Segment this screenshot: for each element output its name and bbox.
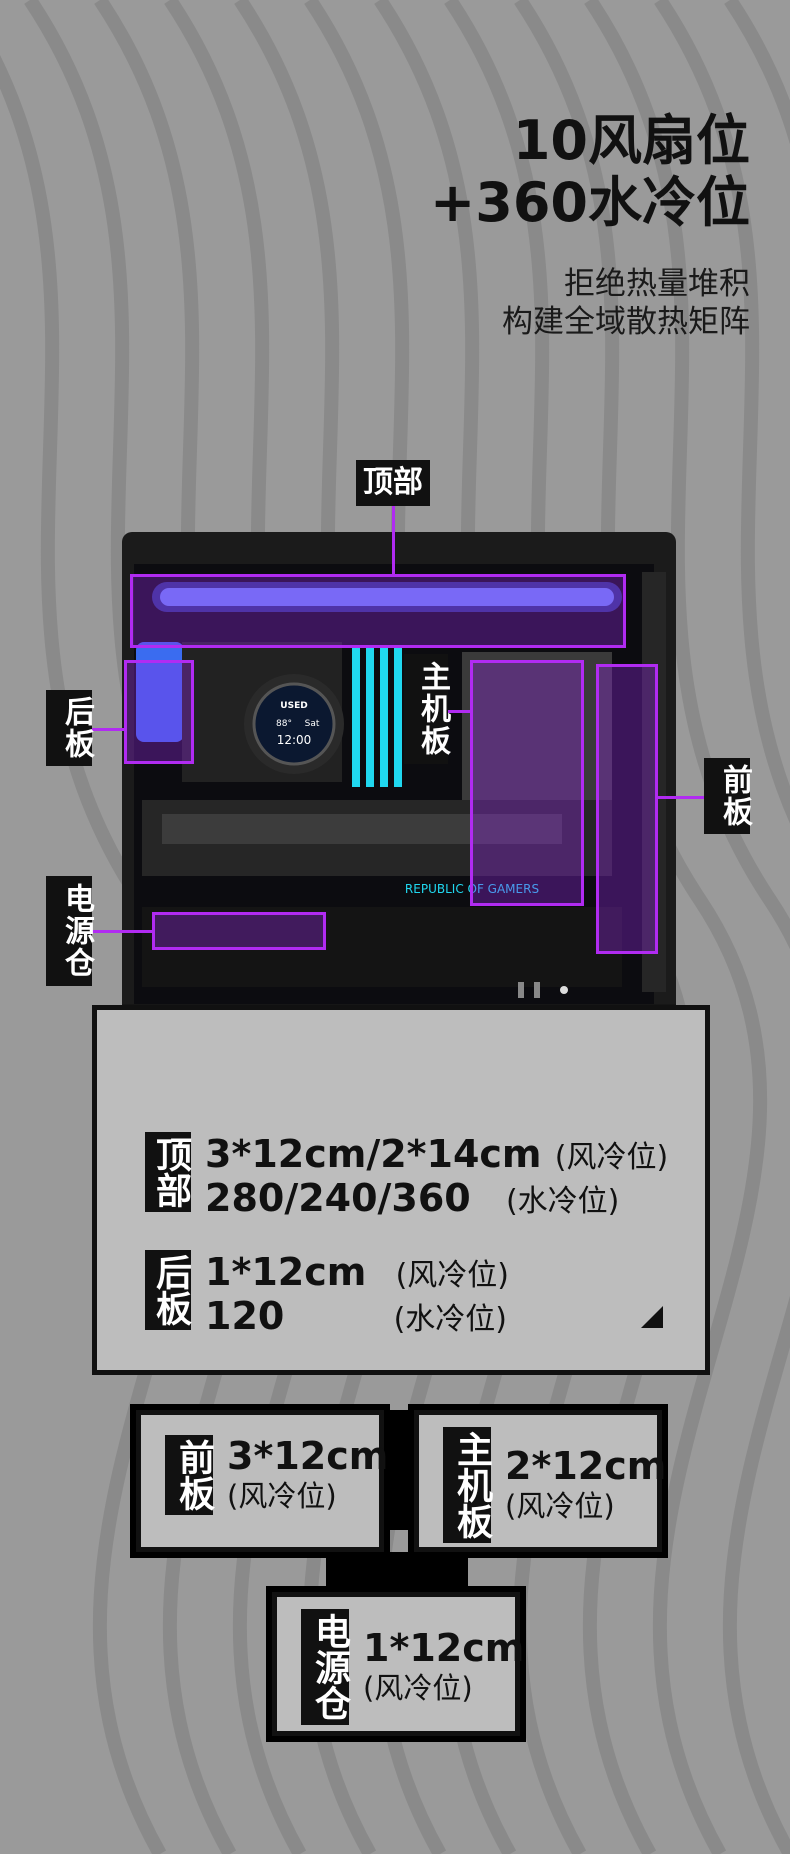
mini-mobo-label: 主机板 <box>443 1427 492 1543</box>
page-title: 10风扇位 +360水冷位 <box>430 110 750 234</box>
mini-mobo-size: 2*12cm <box>505 1444 667 1488</box>
cooler-time: 12:00 <box>277 733 312 747</box>
label-psu: 电源仓 <box>46 876 94 986</box>
mini-front-unit: (风冷位) <box>227 1479 337 1513</box>
mini-front-size: 3*12cm <box>227 1434 389 1478</box>
cooler-title: USED <box>280 701 307 711</box>
mini-psu-unit: (风冷位) <box>363 1671 473 1705</box>
mini-front: 前板 3*12cm (风冷位) <box>130 1404 390 1558</box>
page-subtitle: 拒绝热量堆积 构建全域散热矩阵 <box>502 265 750 341</box>
zone-top <box>130 574 626 648</box>
label-mobo: 主机板 <box>404 654 450 764</box>
spec-row-top: 顶部 3*12cm/2*14cm (风冷位) 280/240/360 (水冷位) <box>145 1132 668 1220</box>
cooler-temp: 88° <box>276 719 292 729</box>
zone-rear <box>124 660 194 764</box>
label-top: 顶部 <box>356 460 430 506</box>
spec-row-rear: 后板 1*12cm (风冷位) 120 (水冷位) <box>145 1250 509 1338</box>
pc-case-illustration: USED 88° Sat 12:00 REPUBLIC OF GAMERS <box>122 532 676 1086</box>
mini-connector-top <box>382 1410 414 1530</box>
mini-mobo-unit: (风冷位) <box>505 1489 615 1523</box>
subtitle-line-2: 构建全域散热矩阵 <box>502 304 750 340</box>
cooler-day: Sat <box>305 719 320 729</box>
label-front: 前板 <box>704 758 752 834</box>
spec-top-fan: 3*12cm/2*14cm <box>205 1132 542 1176</box>
zone-mobo <box>470 660 584 906</box>
title-line-1: 10风扇位 <box>512 109 750 172</box>
spec-rear-water-unit: (水冷位) <box>393 1302 507 1337</box>
zone-psu <box>152 912 326 950</box>
label-rear: 后板 <box>46 690 94 766</box>
spec-top-label: 顶部 <box>145 1132 191 1212</box>
mini-connector-bottom <box>326 1552 468 1592</box>
spec-top-water-unit: (水冷位) <box>505 1184 620 1219</box>
mini-mobo: 主机板 2*12cm (风冷位) <box>408 1404 668 1558</box>
spec-panel: 顶部 3*12cm/2*14cm (风冷位) 280/240/360 (水冷位)… <box>92 1005 710 1375</box>
connector-psu <box>92 930 154 933</box>
mini-psu: 电源仓 1*12cm (风冷位) <box>266 1586 526 1742</box>
spec-top-water: 280/240/360 <box>205 1176 471 1220</box>
connector-mobo <box>444 710 472 713</box>
spec-rear-label: 后板 <box>145 1250 191 1330</box>
spec-rear-fan: 1*12cm <box>205 1250 367 1294</box>
mini-psu-size: 1*12cm <box>363 1626 525 1670</box>
spec-top-fan-unit: (风冷位) <box>554 1140 669 1175</box>
spec-rear-water: 120 <box>205 1294 285 1338</box>
mini-front-label: 前板 <box>165 1435 214 1515</box>
mini-psu-label: 电源仓 <box>301 1609 350 1725</box>
connector-rear <box>92 728 126 731</box>
zone-front <box>596 664 658 954</box>
connector-front <box>658 796 704 799</box>
subtitle-line-1: 拒绝热量堆积 <box>564 266 750 302</box>
title-line-2: +360水冷位 <box>430 171 750 234</box>
spec-rear-fan-unit: (风冷位) <box>395 1258 509 1293</box>
connector-top <box>392 506 395 576</box>
corner-triangle-icon <box>641 1306 663 1328</box>
